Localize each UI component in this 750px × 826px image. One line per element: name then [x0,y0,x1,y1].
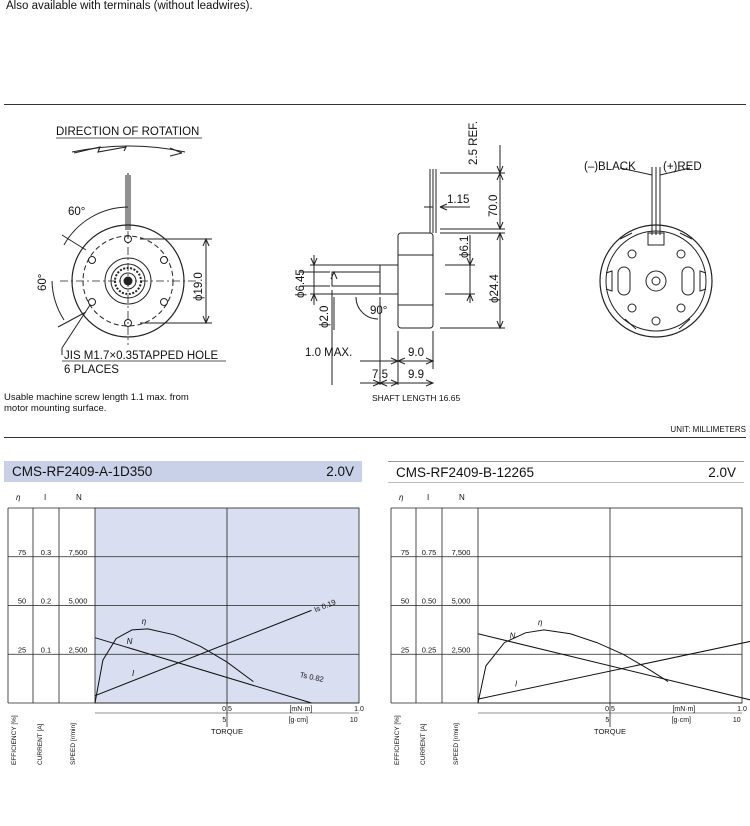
lead-black-label: (–)BLACK [584,161,636,173]
spd-tick-label: 7,500 [452,548,471,557]
diameter-6-45-label: ϕ6.45 [295,269,307,298]
torque-mnm-tick: 0.5 [605,706,615,713]
unit-label: UNIT: MILLIMETERS [670,425,746,434]
eff-tick-label: 75 [18,548,26,557]
spd-axis-header: N [459,493,465,502]
speed-curve [94,637,312,704]
current-curve [477,640,750,700]
top-divider [4,104,746,105]
torque-gcm-unit: [g·cm] [672,717,692,724]
efficiency-curve [94,628,254,704]
torque-gcm-tick: 10 [733,717,741,724]
side-axis-label: SPEED [r/min] [70,723,77,765]
torque-mnm-unit: [mN·m] [672,706,695,713]
angle-60-left-label: 60° [37,274,49,291]
cur-tick-label: 0.3 [41,548,51,557]
torque-axis-label: TORQUE [594,727,626,736]
cur-axis-header: I [44,493,46,502]
six-places-label: 6 PLACES [64,364,119,376]
current-curve [94,609,312,697]
eff-tick-label: 50 [18,597,26,606]
torque-gcm-tick: 5 [222,717,226,724]
dim-9-9-label: 9.9 [408,369,424,381]
diameter-24-4-label: ϕ24.4 [489,274,501,303]
eff-tick-label: 50 [401,597,409,606]
torque-axis-label: TORQUE [211,727,243,736]
chart-b-model: CMS-RF2409-B-12265 [396,465,535,480]
dim-9-0-label: 9.0 [408,347,424,359]
diameter-2-0-label: ϕ2.0 [319,306,331,328]
chart-b-voltage: 2.0V [708,465,736,480]
cur-tick-label: 0.50 [422,597,437,606]
torque-gcm-unit: [g·cm] [289,717,309,724]
dim-1-15-label: 1.15 [447,194,469,206]
chart-a-header: CMS-RF2409-A-1D350 2.0V [4,461,362,482]
cur-tick-label: 0.75 [422,548,437,557]
dim-1-0-max-label: 1.0 MAX. [305,347,352,359]
eta-curve-label: η [538,618,543,627]
eff-axis-header: η [399,493,404,502]
chart-b-header: CMS-RF2409-B-12265 2.0V [388,461,744,483]
dimension-drawing: DIRECTION OF ROTATION 60° 60° ϕ19.0 JIS … [4,121,746,434]
screw-note-line-2: motor mounting surface. [4,403,106,414]
rear-view [599,167,713,338]
direction-of-rotation-label: DIRECTION OF ROTATION [56,126,199,138]
ref-2-5-label: 2.5 REF. [468,121,480,165]
spd-tick-label: 2,500 [69,645,88,654]
diameter-19-label: ϕ19.0 [193,272,205,301]
eta-curve-label: η [142,617,147,626]
cur-tick-label: 0.2 [41,597,51,606]
cur-tick-label: 0.1 [41,645,51,654]
eff-tick-label: 25 [18,645,26,654]
n-curve-label: N [127,637,133,646]
cur-tick-label: 0.25 [422,645,437,654]
side-axis-label: SPEED [r/min] [453,723,460,765]
spd-tick-label: 5,000 [69,597,88,606]
chart-a-model: CMS-RF2409-A-1D350 [12,464,153,479]
side-axis-label: CURRENT [A] [420,723,427,765]
eff-tick-label: 75 [401,548,409,557]
eff-axis-header: η [16,493,21,502]
cur-axis-header: I [427,493,429,502]
n-curve-label: N [510,631,516,640]
torque-mnm-unit: [mN·m] [289,706,312,713]
dim-7-5-label: 7.5 [372,369,388,381]
angle-90-label: 90° [370,305,387,317]
eff-tick-label: 25 [401,645,409,654]
screw-note-line-1: Usable machine screw length 1.1 max. fro… [4,392,189,403]
side-axis-label: EFFICIENCY [%] [394,715,401,765]
shaft-length-label: SHAFT LENGTH 16.65 [372,393,460,403]
angle-60-top-label: 60° [68,206,85,218]
middle-divider [4,437,746,438]
side-view [300,145,505,387]
torque-gcm-tick: 10 [350,717,358,724]
front-view [51,145,212,355]
i-curve-label: I [132,669,135,678]
chart-a-voltage: 2.0V [326,464,354,479]
efficiency-curve [477,629,669,704]
spd-tick-label: 7,500 [69,548,88,557]
dim-70-label: 70.0 [488,195,500,217]
spd-tick-label: 5,000 [452,597,471,606]
torque-gcm-tick: 5 [605,717,609,724]
lead-red-label: (+)RED [663,161,702,173]
torque-mnm-tick: 0.5 [222,706,232,713]
spd-axis-header: N [76,493,82,502]
torque-mnm-tick: 1.0 [737,706,747,713]
side-axis-label: EFFICIENCY [%] [11,715,18,765]
i-curve-label: I [515,679,518,688]
tapped-hole-label: JIS M1.7×0.35TAPPED HOLE [64,350,218,362]
torque-mnm-tick: 1.0 [354,706,364,713]
spd-tick-label: 2,500 [452,645,471,654]
diameter-6-1-label: ϕ6.1 [459,236,471,258]
top-note: Also available with terminals (without l… [6,0,253,12]
side-axis-label: CURRENT [A] [37,723,44,765]
